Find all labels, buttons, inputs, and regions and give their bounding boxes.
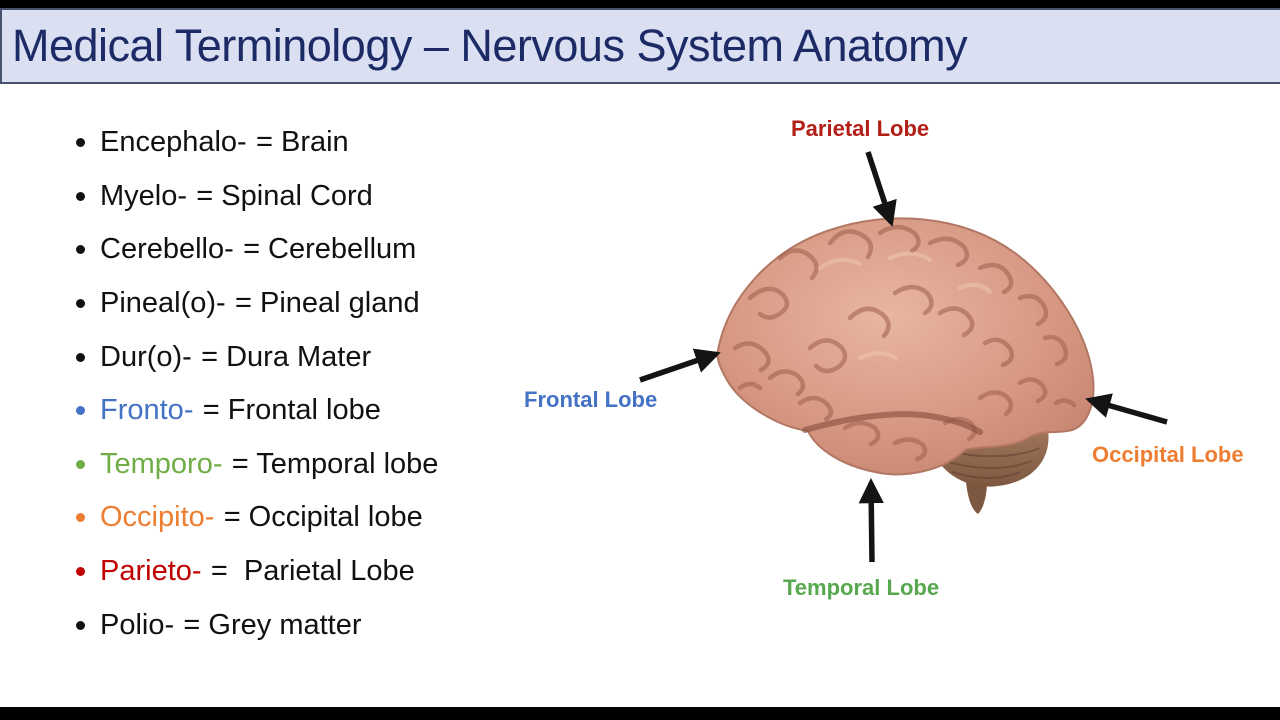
bottom-letterbox-bar — [0, 707, 1280, 720]
term-item: Parieto- = Parietal Lobe — [68, 545, 438, 599]
term-item: Pineal(o)- = Pineal gland — [68, 277, 438, 331]
term-prefix: Myelo- — [100, 179, 188, 212]
page-title: Medical Terminology – Nervous System Ana… — [12, 20, 968, 71]
term-item: Occipito- = Occipital lobe — [68, 491, 438, 545]
term-meaning: = Parietal Lobe — [210, 555, 415, 588]
term-item: Temporo- = Temporal lobe — [68, 438, 438, 492]
term-prefix: Pineal(o)- — [100, 287, 226, 320]
term-prefix: Fronto- — [100, 394, 194, 427]
gyri-texture — [732, 224, 1077, 462]
brain-illustration — [716, 217, 1095, 514]
bullet-dot — [76, 620, 85, 630]
term-meaning: = Frontal lobe — [202, 394, 381, 427]
bullet-dot — [76, 138, 85, 148]
term-prefix: Encephalo- — [100, 126, 247, 159]
term-item: Myelo- = Spinal Cord — [68, 170, 438, 224]
term-prefix: Temporo- — [100, 447, 223, 480]
term-list: Encephalo- = Brain Myelo- = Spinal Cord … — [68, 116, 438, 652]
term-prefix: Cerebello- — [100, 233, 234, 266]
label-temporal-lobe: Temporal Lobe — [783, 575, 940, 600]
bullet-dot — [76, 245, 85, 255]
term-item: Fronto- = Frontal lobe — [68, 384, 438, 438]
term-meaning: = Pineal gland — [234, 287, 420, 320]
term-prefix: Polio- — [100, 608, 175, 641]
bullet-dot — [76, 406, 85, 416]
label-frontal-lobe: Frontal Lobe — [524, 387, 658, 412]
term-prefix: Dur(o)- — [100, 340, 192, 373]
top-letterbox-bar — [0, 0, 1280, 8]
bullet-dot — [76, 459, 85, 469]
term-meaning: = Cerebellum — [243, 233, 417, 266]
bullet-dot — [76, 299, 85, 309]
term-item: Polio- = Grey matter — [68, 598, 438, 652]
term-prefix: Parieto- — [100, 555, 202, 588]
term-meaning: = Occipital lobe — [223, 501, 423, 534]
sylvian-fissure — [802, 411, 983, 435]
term-meaning: = Spinal Cord — [196, 179, 373, 212]
label-occipital-lobe: Occipital Lobe — [1092, 442, 1244, 467]
term-meaning: = Grey matter — [183, 608, 362, 641]
term-item: Cerebello- = Cerebellum — [68, 223, 438, 277]
bullet-dot — [76, 352, 85, 362]
title-bar: Medical Terminology – Nervous System Ana… — [0, 8, 1280, 84]
term-item: Encephalo- = Brain — [68, 116, 438, 170]
term-item: Dur(o)- = Dura Mater — [68, 330, 438, 384]
gyri-highlights — [818, 251, 992, 360]
term-meaning: = Temporal lobe — [231, 447, 439, 480]
term-meaning: = Brain — [255, 126, 349, 159]
bullet-dot — [76, 513, 85, 523]
bullet-dot — [76, 191, 85, 201]
term-prefix: Occipito- — [100, 501, 215, 534]
bullet-dot — [76, 567, 85, 577]
label-parietal-lobe: Parietal Lobe — [791, 116, 930, 141]
term-meaning: = Dura Mater — [201, 340, 372, 373]
